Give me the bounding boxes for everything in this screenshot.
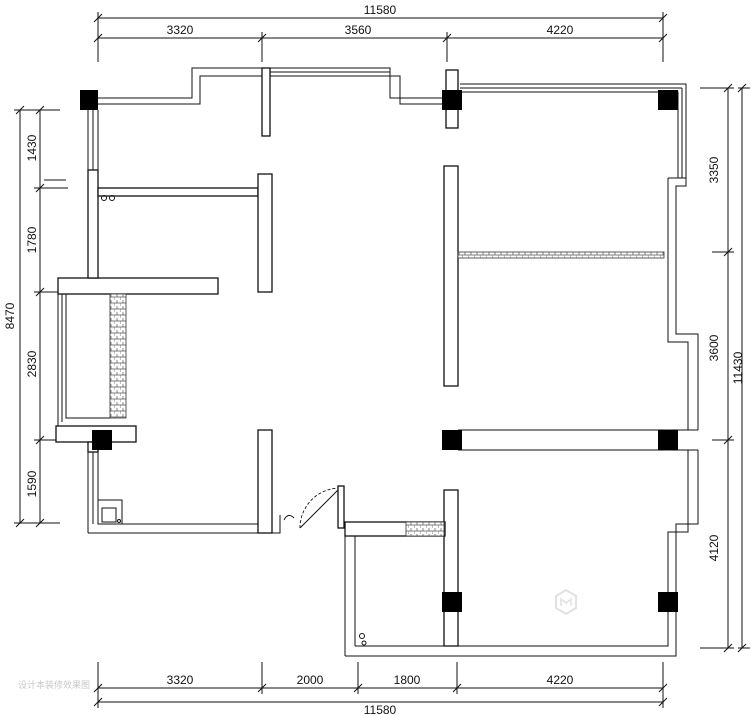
fixtures bbox=[97, 195, 367, 646]
right-dimension-chain: 3350 3600 4120 11430 bbox=[700, 83, 750, 653]
bottom-dimension-chain: 3320 2000 1800 4220 11580 bbox=[93, 662, 668, 715]
structural-columns bbox=[80, 90, 678, 612]
interior-walls bbox=[55, 67, 698, 647]
left-total-dimension: 8470 bbox=[3, 302, 17, 329]
exterior-walls bbox=[44, 67, 699, 657]
entry-door bbox=[283, 485, 345, 529]
top-dimension-chain: 11580 3320 3560 4220 bbox=[93, 3, 668, 62]
column bbox=[442, 430, 462, 450]
right-dimension-3: 4120 bbox=[707, 534, 721, 561]
bottom-dimension-4: 4220 bbox=[547, 673, 574, 687]
bottom-total-dimension: 11580 bbox=[364, 703, 397, 715]
top-dimension-1: 3320 bbox=[167, 23, 194, 37]
right-dimension-2: 3600 bbox=[707, 334, 721, 361]
watermark: 设计本装修效果图 bbox=[18, 588, 577, 690]
bottom-dimension-3: 1800 bbox=[394, 673, 421, 687]
column bbox=[92, 430, 112, 450]
column bbox=[80, 90, 98, 110]
bottom-dimension-2: 2000 bbox=[297, 673, 324, 687]
column bbox=[442, 592, 462, 612]
drain-icon bbox=[359, 633, 365, 639]
left-dimension-4: 1590 bbox=[25, 470, 39, 497]
right-total-dimension: 11430 bbox=[731, 351, 745, 384]
bottom-dimension-1: 3320 bbox=[167, 673, 194, 687]
column bbox=[658, 430, 678, 450]
left-dimension-3: 2830 bbox=[25, 350, 39, 377]
drain-icon bbox=[109, 195, 115, 201]
column bbox=[442, 90, 462, 110]
top-dimension-3: 4220 bbox=[547, 23, 574, 37]
top-total-dimension: 11580 bbox=[364, 3, 397, 17]
drain-icon bbox=[101, 195, 107, 201]
watermark-text: 设计本装修效果图 bbox=[18, 679, 90, 690]
column bbox=[658, 90, 678, 110]
logo-icon bbox=[555, 588, 577, 616]
left-dimension-1: 1430 bbox=[25, 134, 39, 161]
right-dimension-1: 3350 bbox=[707, 156, 721, 183]
column bbox=[658, 592, 678, 612]
sink-icon bbox=[97, 499, 123, 525]
left-dimension-chain: 8470 1430 1780 2830 1590 bbox=[3, 105, 68, 528]
left-dimension-2: 1780 bbox=[25, 226, 39, 253]
top-dimension-2: 3560 bbox=[345, 23, 372, 37]
